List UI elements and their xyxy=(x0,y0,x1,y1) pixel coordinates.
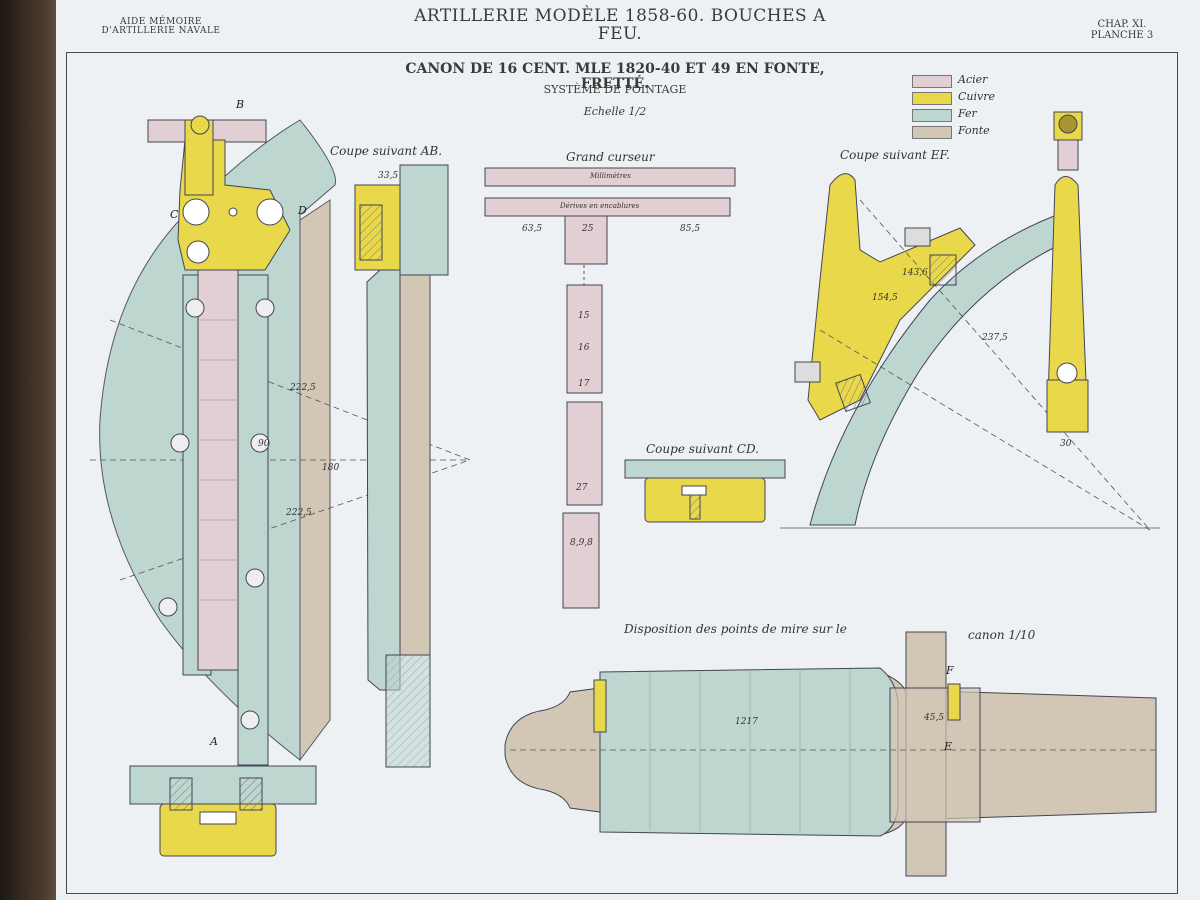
dim-label: Millimètres xyxy=(589,172,631,180)
letter-e: E xyxy=(943,740,952,753)
dim-label: 15 xyxy=(578,311,590,321)
letter-a: A xyxy=(209,735,218,748)
dim-label: 63,5 xyxy=(522,224,542,234)
legend-item-fer: Fer xyxy=(912,107,1032,122)
dim-label: 180 xyxy=(322,463,339,473)
dim-label: 8,9,8 xyxy=(570,538,593,548)
dim-label: 237,5 xyxy=(981,333,1008,343)
dim-label: 16 xyxy=(578,343,590,353)
main-title: ARTILLERIE MODÈLE 1858-60. BOUCHES A FEU… xyxy=(414,6,826,44)
aide-memoire-label: AIDE MÉMOIRE D'ARTILLERIE NAVALE xyxy=(101,17,221,37)
dim-label: 154,5 xyxy=(872,293,898,303)
letter-f: F xyxy=(945,664,954,677)
legend-item-acier: Acier xyxy=(912,73,1032,88)
legend-swatch xyxy=(912,92,952,105)
letter-d: D xyxy=(297,204,307,217)
left-sight-assembly xyxy=(90,115,471,857)
coupe-ab-label: Coupe suivant AB. xyxy=(330,144,443,158)
dim-label: 17 xyxy=(578,379,590,389)
legend-label: Fer xyxy=(958,107,977,120)
disposition-label: Disposition des points de mire sur le xyxy=(624,622,847,636)
chapter-label: CHAP. XI. PLANCHE 3 xyxy=(1062,19,1182,41)
letter-b: B xyxy=(235,98,244,111)
dim-label: 25 xyxy=(581,224,594,234)
dim-label: 222,5 xyxy=(289,383,316,393)
dim-label: 222,5 xyxy=(285,508,312,518)
grand-curseur-view xyxy=(484,167,786,609)
dim-label: 143,6 xyxy=(902,268,928,278)
dim-label: 27 xyxy=(575,483,588,493)
dim-label: 45,5 xyxy=(923,713,944,723)
canon-scale-label: canon 1/10 xyxy=(968,628,1036,642)
legend-swatch xyxy=(912,75,952,88)
legend-item-cuivre: Cuivre xyxy=(912,90,1032,105)
book-spine xyxy=(0,0,62,900)
plate-border xyxy=(66,52,1178,894)
grand-curseur-label: Grand curseur xyxy=(566,150,655,164)
dim-label: Dérives en encablures xyxy=(559,202,640,210)
coupe-ab-view xyxy=(354,164,449,768)
legend-swatch xyxy=(912,126,952,139)
chapter-number: CHAP. XI. xyxy=(1097,19,1147,30)
legend-label: Fonte xyxy=(958,124,990,137)
coupe-cd-label: Coupe suivant CD. xyxy=(646,442,759,456)
system-subtitle: SYSTÈME DE POINTAGE xyxy=(543,83,687,96)
dim-label: 85,5 xyxy=(680,224,700,234)
legend-label: Cuivre xyxy=(958,90,996,103)
legend-item-fonte: Fonte xyxy=(912,124,1032,139)
drawing-subtitle: CANON DE 16 CENT. MLE 1820-40 ET 49 EN F… xyxy=(405,61,825,92)
scale-label: Echelle 1/2 xyxy=(583,105,647,118)
dim-label: 1217 xyxy=(735,717,758,727)
letter-c: C xyxy=(170,208,179,221)
coupe-ef-view xyxy=(780,111,1160,531)
canon-view xyxy=(504,631,1157,877)
legend-swatch xyxy=(912,109,952,122)
plate-number: PLANCHE 3 xyxy=(1090,29,1154,41)
dim-label: 30 xyxy=(1060,439,1072,449)
coupe-ef-label: Coupe suivant EF. xyxy=(840,148,950,162)
legend-label: Acier xyxy=(958,73,988,86)
dim-label: 90 xyxy=(258,439,270,449)
dim-label: 33,5 xyxy=(378,171,398,181)
